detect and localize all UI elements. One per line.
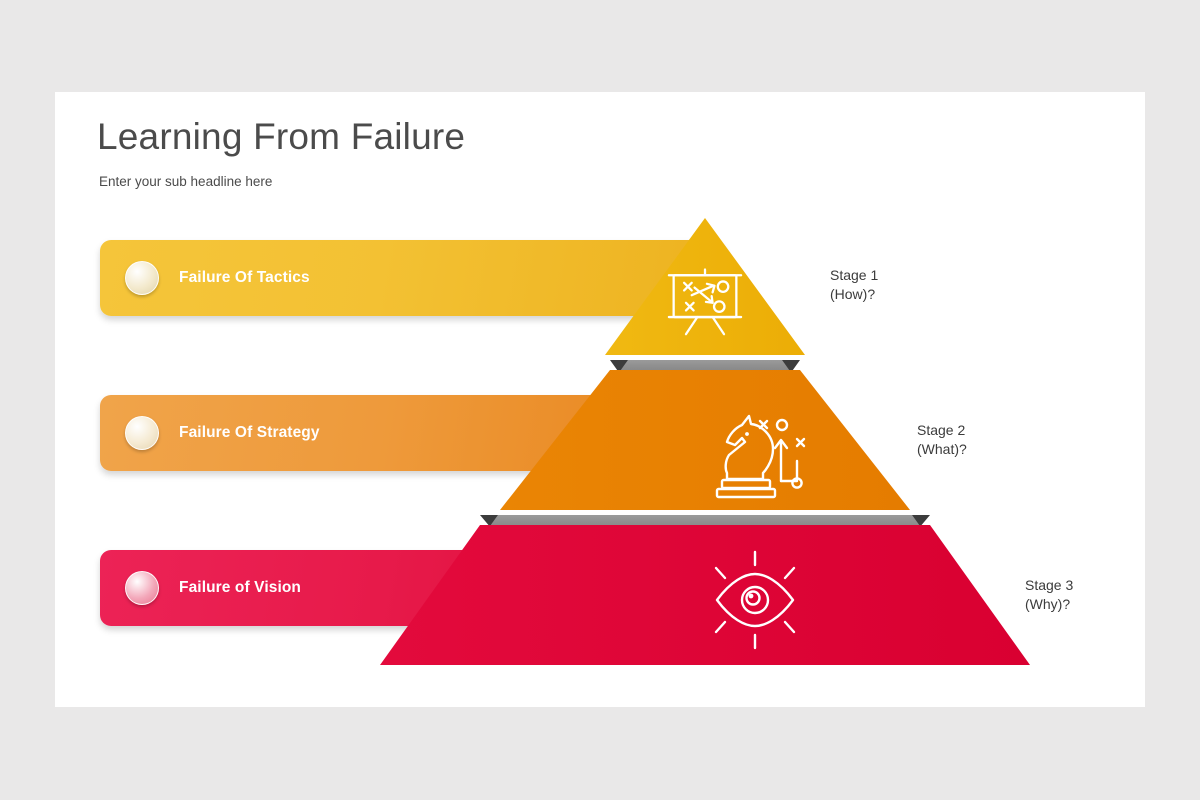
circle-bullet-icon [125, 416, 159, 450]
chess-knight-icon [715, 414, 806, 499]
separator-2 [475, 515, 935, 547]
stage-2-caption: Stage 2 (What)? [917, 422, 967, 457]
bar-label: Failure of Vision [179, 579, 301, 596]
eye-vision-icon [714, 550, 796, 650]
bar-label: Failure Of Tactics [179, 269, 310, 286]
circle-bullet-icon [125, 261, 159, 295]
bar-failure-of-strategy[interactable]: Failure Of Strategy [100, 395, 725, 471]
bar-failure-of-vision[interactable]: Failure of Vision [100, 550, 725, 626]
stage-1-caption: Stage 1 (How)? [830, 267, 879, 302]
separator-1 [608, 360, 802, 388]
page-subtitle: Enter your sub headline here [99, 174, 273, 189]
bar-failure-of-tactics[interactable]: Failure Of Tactics [100, 240, 725, 316]
circle-bullet-icon [125, 571, 159, 605]
bar-label: Failure Of Strategy [179, 424, 320, 441]
slide-card: Learning From Failure Enter your sub hea… [55, 92, 1145, 707]
stage-3-caption: Stage 3 (Why)? [1025, 577, 1074, 612]
page-title: Learning From Failure [97, 116, 466, 157]
